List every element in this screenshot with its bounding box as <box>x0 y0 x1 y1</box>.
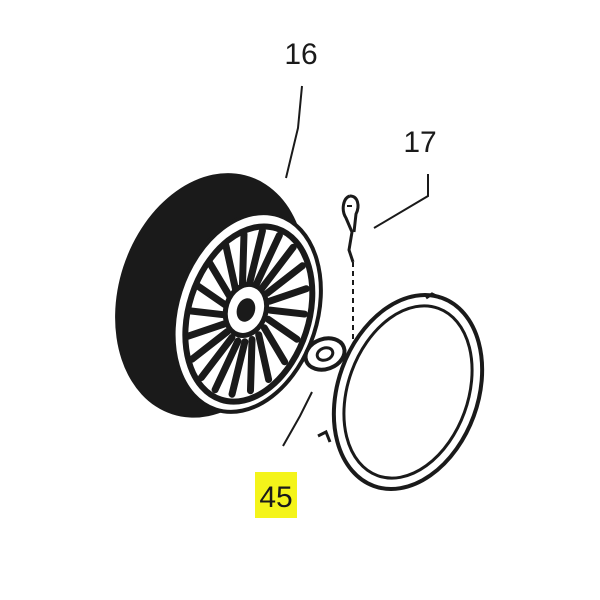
wheel-spoke <box>193 282 230 310</box>
wheel-spoke <box>264 315 301 343</box>
wheel-spoke <box>186 307 228 319</box>
wheel-rim-inner <box>182 223 316 405</box>
retaining-pin <box>341 194 360 263</box>
leader-line-17 <box>373 174 429 229</box>
wheel-spoke <box>260 324 289 366</box>
wheel-spoke <box>253 231 283 288</box>
callout-45: 45 <box>259 481 292 514</box>
callout-45-highlight <box>255 472 297 518</box>
wheel-spoke <box>197 334 236 382</box>
callout-16: 16 <box>284 38 317 71</box>
wheel-spokes <box>184 227 310 398</box>
wheel-spoke <box>259 243 297 291</box>
callout-17: 17 <box>403 126 436 159</box>
wheel-spoke <box>188 328 231 363</box>
wheel-spoke <box>222 241 240 294</box>
wheel-spoke <box>206 259 234 301</box>
wheel-spoke <box>238 230 248 289</box>
wheel-spoke <box>211 337 242 394</box>
leader-line-45 <box>282 391 313 447</box>
hubcap-ring <box>331 293 485 491</box>
washer <box>303 336 347 372</box>
wheel-spoke <box>184 320 229 340</box>
wheel-spoke <box>266 285 310 305</box>
wheel-spoke <box>246 336 256 395</box>
wheel-spoke <box>246 227 266 287</box>
wheel-hub-core <box>236 298 256 322</box>
hubcap-tab-top <box>425 292 441 300</box>
wheel-spoke <box>263 262 306 297</box>
wheel-spoke <box>228 338 249 398</box>
wheel <box>115 173 323 418</box>
leader-line-16 <box>285 85 303 179</box>
wheel-spoke <box>266 306 308 318</box>
wheel-spoke <box>255 331 273 384</box>
hubcap-tab-bottom <box>317 429 332 443</box>
